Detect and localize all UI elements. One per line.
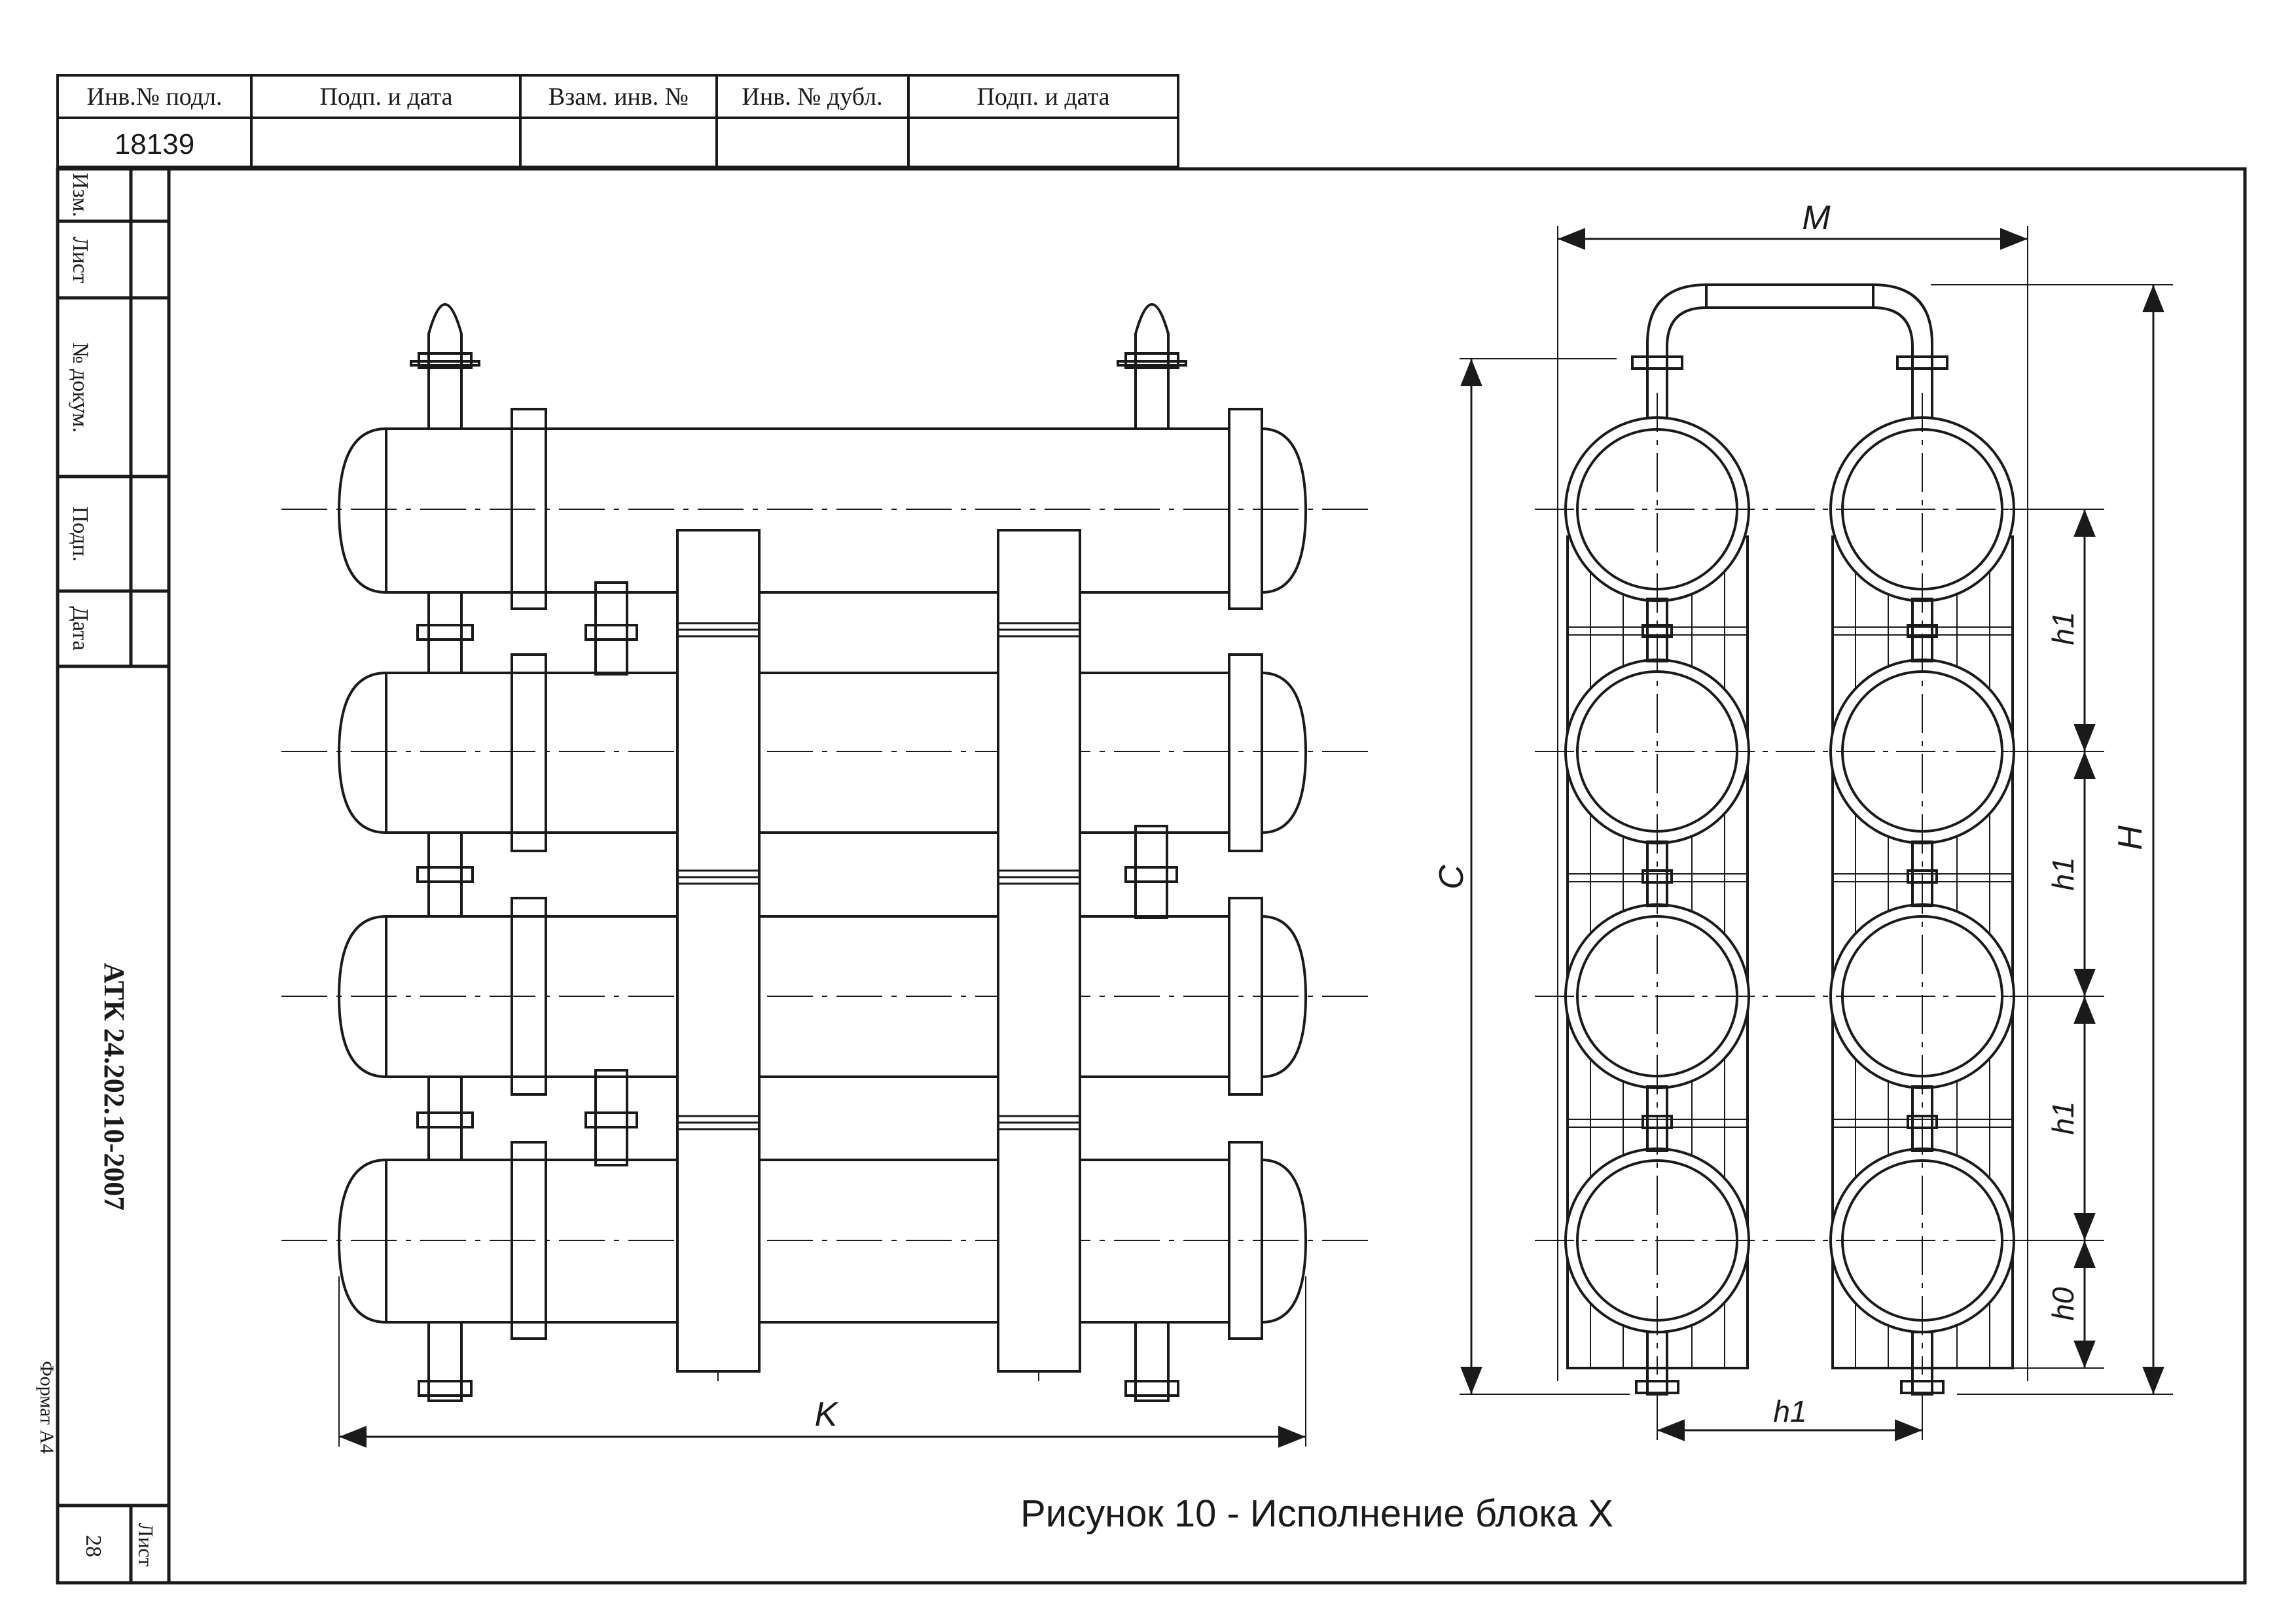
stamp-header-inv-podl: Инв.№ подл. bbox=[86, 83, 222, 111]
vessel-row-1 bbox=[337, 408, 1308, 610]
sheet-frame bbox=[56, 167, 2247, 1585]
page-number: 28 bbox=[81, 1535, 105, 1557]
side-cell-list: Лист bbox=[68, 236, 92, 283]
dimension-h-label: H bbox=[2111, 825, 2149, 850]
vessel-row-4 bbox=[337, 1141, 1308, 1340]
stamp-header-sign-date-2: Подп. и дата bbox=[977, 83, 1109, 111]
side-view-drawing bbox=[281, 303, 1368, 1448]
dimension-m-label: M bbox=[1802, 199, 1831, 237]
side-cell-izm: Изм. bbox=[68, 173, 92, 217]
inv-number-value: 18139 bbox=[115, 128, 194, 160]
dimension-h0-label: h0 bbox=[2046, 1287, 2080, 1321]
vessel-row-3 bbox=[337, 897, 1308, 1096]
side-cell-dokum: № докум. bbox=[68, 342, 92, 433]
dimension-h1-label-1: h1 bbox=[2046, 611, 2080, 645]
dimension-k-label: K bbox=[815, 1396, 839, 1434]
dimension-h1-label-2: h1 bbox=[2046, 857, 2080, 890]
format-label: Формат А4 bbox=[36, 1361, 58, 1454]
side-cell-data: Дата bbox=[68, 606, 92, 651]
page-label: Лист bbox=[134, 1523, 158, 1566]
end-view-drawing bbox=[1460, 226, 2173, 1441]
dimension-c-label: C bbox=[1433, 865, 1471, 890]
document-code: АТК 24.202.10-2007 bbox=[98, 963, 130, 1211]
side-cell-podp: Подп. bbox=[68, 507, 92, 562]
dimension-h1-bottom-label: h1 bbox=[1773, 1394, 1806, 1428]
stamp-header-inv-dubl: Инв. № дубл. bbox=[742, 83, 882, 111]
figure-caption: Рисунок 10 - Исполнение блока X bbox=[1020, 1492, 1613, 1535]
stamp-header-sign-date-1: Подп. и дата bbox=[319, 83, 452, 111]
vessel-row-2 bbox=[337, 653, 1308, 852]
stamp-header-vzam-inv: Взам. инв. № bbox=[548, 83, 689, 111]
dimension-h1-label-3: h1 bbox=[2046, 1101, 2080, 1134]
stamp-table bbox=[56, 74, 1179, 168]
